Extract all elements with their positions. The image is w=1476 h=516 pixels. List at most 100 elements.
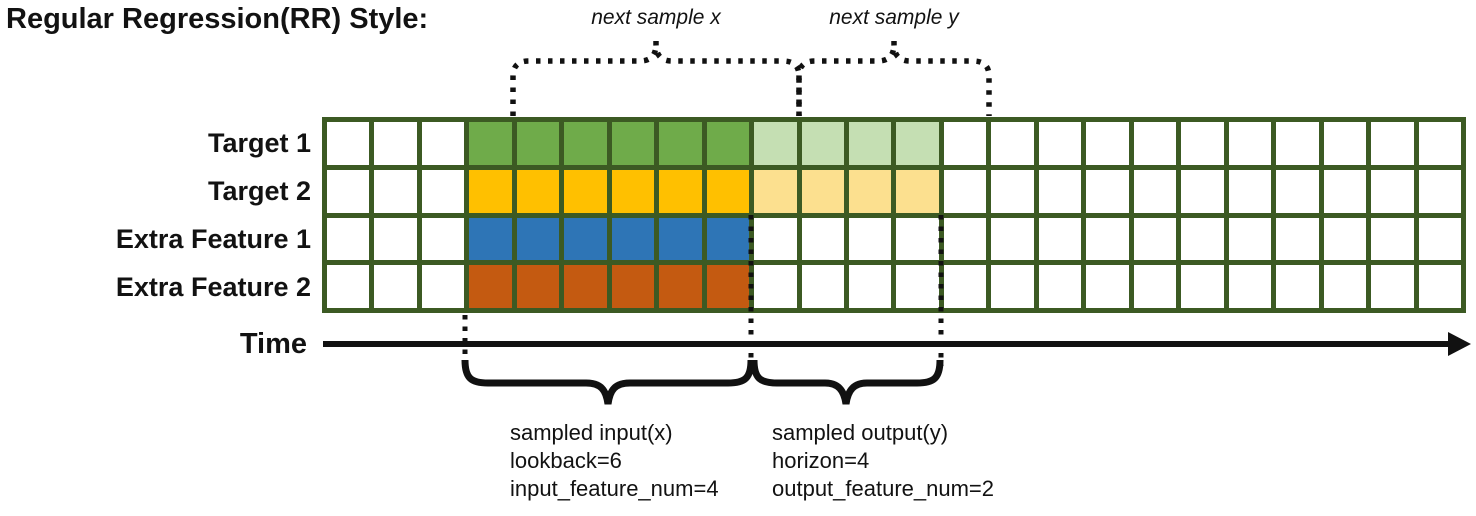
grid-cell	[659, 217, 702, 261]
grid-cell	[1276, 265, 1319, 308]
next-sample-x-label: next sample x	[591, 6, 721, 29]
grid-cell	[1371, 122, 1414, 165]
grid-cell	[611, 169, 655, 213]
row-label-extra-feature-1: Extra Feature 1	[115, 224, 311, 254]
grid-cell	[327, 169, 370, 213]
grid-cell	[754, 217, 797, 261]
grid-cell	[849, 217, 892, 261]
grid-cell	[943, 169, 987, 213]
lookback-value: lookback=6	[510, 448, 622, 473]
grid-cell	[611, 265, 655, 308]
grid-cell	[1133, 122, 1177, 165]
grid-cell	[1133, 265, 1177, 308]
grid-cell	[327, 122, 370, 165]
grid-cell	[801, 122, 845, 165]
grid-cell	[706, 265, 750, 308]
grid-cell	[374, 265, 417, 308]
grid-cell	[801, 217, 845, 261]
grid-cell	[801, 169, 845, 213]
grid-cell	[1323, 122, 1367, 165]
grid-cell	[469, 122, 512, 165]
grid-cell	[564, 122, 607, 165]
grid-cell	[754, 122, 797, 165]
grid-cell	[943, 217, 987, 261]
grid-cell	[516, 217, 560, 261]
grid-cell	[754, 169, 797, 213]
grid-cell	[659, 122, 702, 165]
grid-cell	[849, 265, 892, 308]
grid-cell	[1371, 169, 1414, 213]
grid-cell	[469, 169, 512, 213]
row-label-target-2: Target 2	[207, 176, 311, 206]
grid-cell	[706, 217, 750, 261]
sampled-input-title: sampled input(x)	[510, 420, 673, 445]
grid-cell	[1276, 122, 1319, 165]
grid-cell	[564, 169, 607, 213]
grid-cell	[469, 217, 512, 261]
grid-cell	[1181, 122, 1224, 165]
grid-cell	[1418, 217, 1461, 261]
time-arrow-head	[1448, 332, 1471, 356]
grid-cell	[1181, 265, 1224, 308]
grid-cell	[706, 122, 750, 165]
grid-cell	[1371, 265, 1414, 308]
grid-cell	[849, 122, 892, 165]
grid-cell	[896, 265, 939, 308]
sampled-input-note: sampled input(x) lookback=6 input_featur…	[510, 419, 719, 503]
grid-cell	[516, 265, 560, 308]
sampled-input-brace	[461, 359, 755, 405]
grid-cell	[1276, 217, 1319, 261]
grid-cell	[564, 217, 607, 261]
grid-cell	[469, 265, 512, 308]
grid-cell	[1133, 217, 1177, 261]
grid-cell	[421, 217, 465, 261]
grid-cell	[327, 217, 370, 261]
grid-cell	[421, 265, 465, 308]
grid-cell	[801, 265, 845, 308]
grid-cell	[943, 265, 987, 308]
grid-cell	[564, 265, 607, 308]
page-title: Regular Regression(RR) Style:	[6, 3, 429, 35]
grid-cell	[1418, 265, 1461, 308]
grid-cell	[991, 122, 1034, 165]
grid-cell	[706, 169, 750, 213]
grid-cell	[327, 265, 370, 308]
grid-cell	[1228, 122, 1272, 165]
grid-cell	[849, 169, 892, 213]
grid-cell	[374, 122, 417, 165]
grid-cell	[1323, 169, 1367, 213]
grid-cell	[991, 169, 1034, 213]
grid-cell	[421, 122, 465, 165]
grid-cell	[1038, 217, 1082, 261]
grid-cell	[896, 217, 939, 261]
grid-cell	[374, 217, 417, 261]
next-sample-y-brace	[796, 41, 992, 116]
grid-cell	[1418, 169, 1461, 213]
grid-cell	[754, 265, 797, 308]
grid-cell	[1228, 217, 1272, 261]
grid-cell	[1133, 169, 1177, 213]
row-label-target-1: Target 1	[207, 128, 311, 158]
sampled-output-brace	[750, 359, 944, 405]
grid-cell	[516, 122, 560, 165]
grid-cell	[1181, 217, 1224, 261]
input-feature-num-value: input_feature_num=4	[510, 476, 719, 501]
grid-cell	[1086, 217, 1129, 261]
grid-cell	[1038, 265, 1082, 308]
grid-cell	[1038, 122, 1082, 165]
grid-cell	[1181, 169, 1224, 213]
grid-cell	[421, 169, 465, 213]
grid-cell	[1228, 169, 1272, 213]
grid-cell	[896, 122, 939, 165]
grid-cell	[1038, 169, 1082, 213]
time-axis-label: Time	[239, 328, 307, 360]
sampled-output-note: sampled output(y) horizon=4 output_featu…	[772, 419, 994, 503]
grid-cell	[659, 265, 702, 308]
grid-cell	[1228, 265, 1272, 308]
output-feature-num-value: output_feature_num=2	[772, 476, 995, 501]
grid-cell	[1323, 265, 1367, 308]
grid-cell	[991, 217, 1034, 261]
row-label-extra-feature-2: Extra Feature 2	[115, 272, 311, 302]
grid-cell	[1086, 122, 1129, 165]
